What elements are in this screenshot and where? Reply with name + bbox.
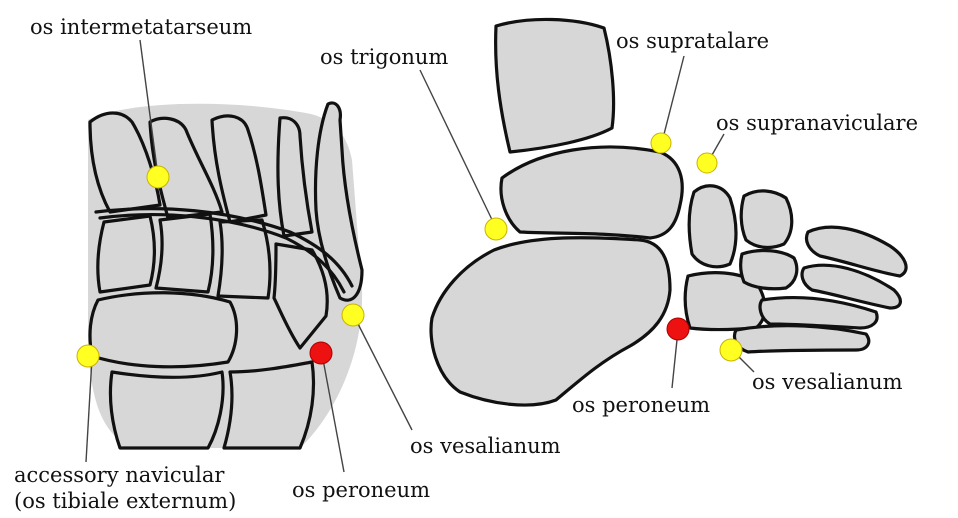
- label-accessory-navicular: accessory navicular: [14, 463, 225, 487]
- talus-bone: [110, 372, 223, 448]
- lateral-view-foot: [431, 19, 906, 405]
- cuneiform-bone: [156, 214, 213, 292]
- navicular-bone: [90, 293, 237, 367]
- label-os-supranaviculare: os supranaviculare: [716, 111, 918, 135]
- label-os-vesalianum-dorsal: os vesalianum: [410, 434, 561, 458]
- os-peroneum-dorsal-marker: [310, 342, 332, 364]
- talus-bone: [501, 147, 682, 238]
- label-os-supratalare: os supratalare: [616, 29, 769, 53]
- dorsal-view-foot: [88, 103, 362, 448]
- calcaneus-bone: [431, 238, 670, 405]
- label-os-trigonum: os trigonum: [320, 45, 448, 69]
- label-os-vesalianum-lateral: os vesalianum: [752, 370, 903, 394]
- navicular-bone: [689, 186, 736, 267]
- os-peroneum-lateral-marker: [667, 318, 689, 340]
- label-os-peroneum-lateral: os peroneum: [572, 393, 710, 417]
- cuneiform-bone: [98, 216, 155, 292]
- accessory-navicular-marker: [77, 345, 99, 367]
- tibia-bone: [496, 19, 614, 152]
- os-supratalare-marker: [651, 133, 671, 153]
- calcaneus-bone: [224, 362, 314, 448]
- os-intermetatarseum-marker: [147, 166, 169, 188]
- metatarsal-bone: [735, 326, 869, 352]
- os-supranaviculare-marker: [697, 153, 717, 173]
- os-trigonum-marker: [485, 218, 507, 240]
- cuneiform-bone: [741, 251, 797, 289]
- label-os-intermetatarseum: os intermetatarseum: [30, 15, 252, 39]
- os-vesalianum-lateral-marker: [720, 339, 742, 361]
- label-os-peroneum-dorsal: os peroneum: [292, 478, 430, 502]
- cuneiform-bone: [218, 220, 270, 298]
- cuneiform-bone: [741, 191, 792, 248]
- label-os-tibiale-externum: (os tibiale externum): [14, 489, 236, 513]
- os-vesalianum-dorsal-marker: [342, 304, 364, 326]
